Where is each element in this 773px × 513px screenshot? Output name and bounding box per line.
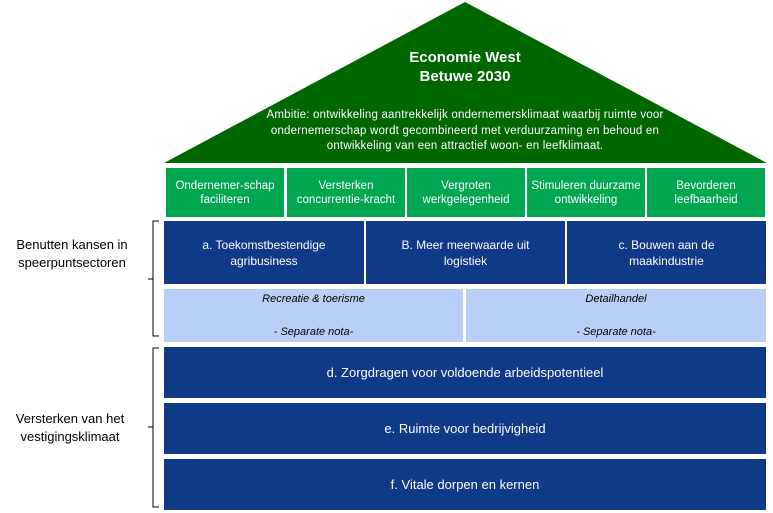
separate-title: Detailhandel xyxy=(585,293,647,305)
goal-box: Bevorderen leefbaarheid xyxy=(647,168,765,217)
separate-box: Detailhandel - Separate nota- xyxy=(466,289,766,342)
separate-title: Recreatie & toerisme xyxy=(262,293,365,305)
diagram-title: Economie West Betuwe 2030 xyxy=(330,48,600,86)
group-label-sectors: Benutten kansen in speerpuntsectoren xyxy=(16,237,128,270)
sector-box: B. Meer meerwaarde uit logistiek xyxy=(366,221,565,284)
ambition-text: Ambitie: ontwikkeling aantrekkelijk onde… xyxy=(266,109,664,152)
climate-box: d. Zorgdragen voor voldoende arbeidspote… xyxy=(164,347,766,398)
sector-box: c. Bouwen aan de maakindustrie xyxy=(567,221,766,284)
separate-box: Recreatie & toerisme - Separate nota- xyxy=(164,289,463,342)
separate-note: - Separate nota- xyxy=(576,326,656,338)
roof-triangle xyxy=(164,2,767,163)
goal-box: Stimuleren duurzame ontwikkeling xyxy=(527,168,645,217)
goal-box: Versterken concurrentie-kracht xyxy=(287,168,405,217)
title-line-2: Betuwe 2030 xyxy=(419,68,511,85)
group-label-climate: Versterken van het vestigingsklimaat xyxy=(15,411,125,444)
climate-box: e. Ruimte voor bedrijvigheid xyxy=(164,403,766,454)
goal-box: Ondernemer-schap faciliteren xyxy=(166,168,284,217)
climate-box: f. Vitale dorpen en kernen xyxy=(164,459,766,510)
bracket-icons xyxy=(148,220,159,508)
sector-box: a. Toekomstbestendige agribusiness xyxy=(164,221,364,284)
separate-note: - Separate nota- xyxy=(273,326,354,338)
goal-box: Vergroten werkgelegenheid xyxy=(407,168,525,217)
title-line-1: Economie West xyxy=(409,49,521,66)
